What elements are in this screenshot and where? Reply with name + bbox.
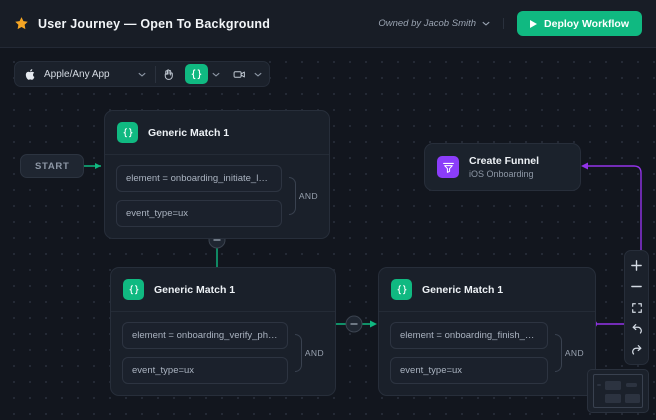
- operator-bracket: [554, 334, 562, 372]
- chevron-down-icon: [128, 72, 146, 77]
- funnel-subtitle: iOS Onboarding: [469, 169, 534, 179]
- condition-list: element = onboarding_verify_phone event_…: [122, 322, 288, 384]
- owner-label: Owned by Jacob Smith: [378, 18, 477, 29]
- condition-chip[interactable]: event_type=ux: [390, 357, 548, 384]
- video-tool-button[interactable]: [227, 68, 252, 81]
- hand-tool-button[interactable]: [156, 62, 181, 86]
- video-tool-group: [227, 68, 269, 81]
- minimap-node: [605, 394, 621, 403]
- start-node-label: START: [35, 160, 70, 172]
- undo-arrow-icon: [632, 323, 642, 334]
- node-header: Generic Match 1: [105, 111, 329, 155]
- code-tool-group: [181, 64, 227, 84]
- operator-bracket: [288, 177, 296, 215]
- condition-chip[interactable]: event_type=ux: [122, 357, 288, 384]
- fit-to-screen-icon: [631, 302, 642, 313]
- node-title: Generic Match 1: [154, 283, 236, 296]
- zoom-out-button[interactable]: [624, 276, 649, 297]
- operator-bracket: [294, 334, 302, 372]
- video-camera-icon: [233, 68, 246, 81]
- owner-selector[interactable]: Owned by Jacob Smith: [378, 18, 505, 29]
- deploy-workflow-label: Deploy Workflow: [544, 17, 629, 30]
- zoom-controls: [624, 250, 649, 365]
- canvas-toolbar: Apple/Any App: [14, 61, 270, 87]
- minus-icon: [631, 285, 642, 288]
- node-title: Generic Match 1: [422, 283, 504, 296]
- redo-arrow-icon: [631, 344, 641, 355]
- operator-group: AND: [288, 177, 318, 215]
- minimap-node: [626, 383, 637, 387]
- minimap-node: [605, 381, 621, 390]
- deploy-workflow-button[interactable]: Deploy Workflow: [517, 11, 642, 36]
- page-title: User Journey — Open To Background: [38, 16, 271, 31]
- chevron-down-icon: [254, 72, 262, 77]
- plus-icon: [631, 260, 642, 271]
- condition-chip[interactable]: element = onboarding_finish_button: [390, 322, 548, 349]
- apple-icon: [25, 68, 36, 81]
- braces-icon: [391, 279, 412, 300]
- operator-label: AND: [304, 348, 324, 358]
- header-right: Owned by Jacob Smith Deploy Workflow: [378, 11, 642, 36]
- fit-to-screen-button[interactable]: [624, 297, 649, 318]
- funnel-text: Create Funnel iOS Onboarding: [469, 155, 539, 179]
- operator-label: AND: [564, 348, 584, 358]
- start-node[interactable]: START: [20, 154, 85, 178]
- play-icon: [530, 19, 538, 28]
- hand-icon: [162, 68, 175, 81]
- zoom-in-button[interactable]: [624, 255, 649, 276]
- redo-button[interactable]: [624, 339, 649, 360]
- funnel-title: Create Funnel: [469, 155, 540, 167]
- condition-list: element = onboarding_initiate_login even…: [116, 165, 282, 227]
- node-header: Generic Match 1: [111, 268, 335, 312]
- operator-group: AND: [554, 334, 584, 372]
- video-tool-dropdown[interactable]: [254, 72, 265, 77]
- condition-chip[interactable]: event_type=ux: [116, 200, 282, 227]
- star-icon: [14, 16, 29, 31]
- condition-chip[interactable]: element = onboarding_verify_phone: [122, 322, 288, 349]
- minimap-viewport: [593, 374, 643, 408]
- node-body: element = onboarding_verify_phone event_…: [111, 312, 335, 395]
- app-selector-dropdown[interactable]: Apple/Any App: [15, 62, 155, 86]
- node-generic-match-1[interactable]: Generic Match 1 element = onboarding_ini…: [104, 110, 330, 239]
- node-create-funnel[interactable]: Create Funnel iOS Onboarding: [424, 143, 581, 191]
- operator-label: AND: [298, 191, 318, 201]
- edge-collapse-button-horizontal[interactable]: [345, 315, 363, 333]
- condition-list: element = onboarding_finish_button event…: [390, 322, 548, 384]
- app-header: User Journey — Open To Background Owned …: [0, 0, 656, 48]
- chevron-down-icon: [212, 72, 220, 77]
- braces-icon: [190, 68, 203, 81]
- header-left: User Journey — Open To Background: [14, 16, 270, 31]
- braces-icon: [123, 279, 144, 300]
- minimap[interactable]: [587, 369, 649, 413]
- code-tool-dropdown[interactable]: [212, 72, 223, 77]
- condition-chip[interactable]: element = onboarding_initiate_login: [116, 165, 282, 192]
- toolbar-divider: [155, 65, 156, 83]
- node-title: Generic Match 1: [148, 126, 230, 139]
- node-body: element = onboarding_finish_button event…: [379, 312, 595, 395]
- braces-icon: [117, 122, 138, 143]
- minimap-node: [597, 384, 601, 386]
- minimap-node: [625, 394, 640, 403]
- node-generic-match-2[interactable]: Generic Match 1 element = onboarding_ver…: [110, 267, 336, 396]
- undo-button[interactable]: [624, 318, 649, 339]
- chevron-down-icon: [482, 21, 490, 26]
- workflow-canvas[interactable]: Apple/Any App: [0, 48, 656, 420]
- operator-group: AND: [294, 334, 324, 372]
- node-header: Generic Match 1: [379, 268, 595, 312]
- funnel-icon: [437, 156, 459, 178]
- node-body: element = onboarding_initiate_login even…: [105, 155, 329, 238]
- code-tool-button[interactable]: [185, 64, 208, 84]
- node-generic-match-3[interactable]: Generic Match 1 element = onboarding_fin…: [378, 267, 596, 396]
- app-selector-label: Apple/Any App: [44, 68, 110, 80]
